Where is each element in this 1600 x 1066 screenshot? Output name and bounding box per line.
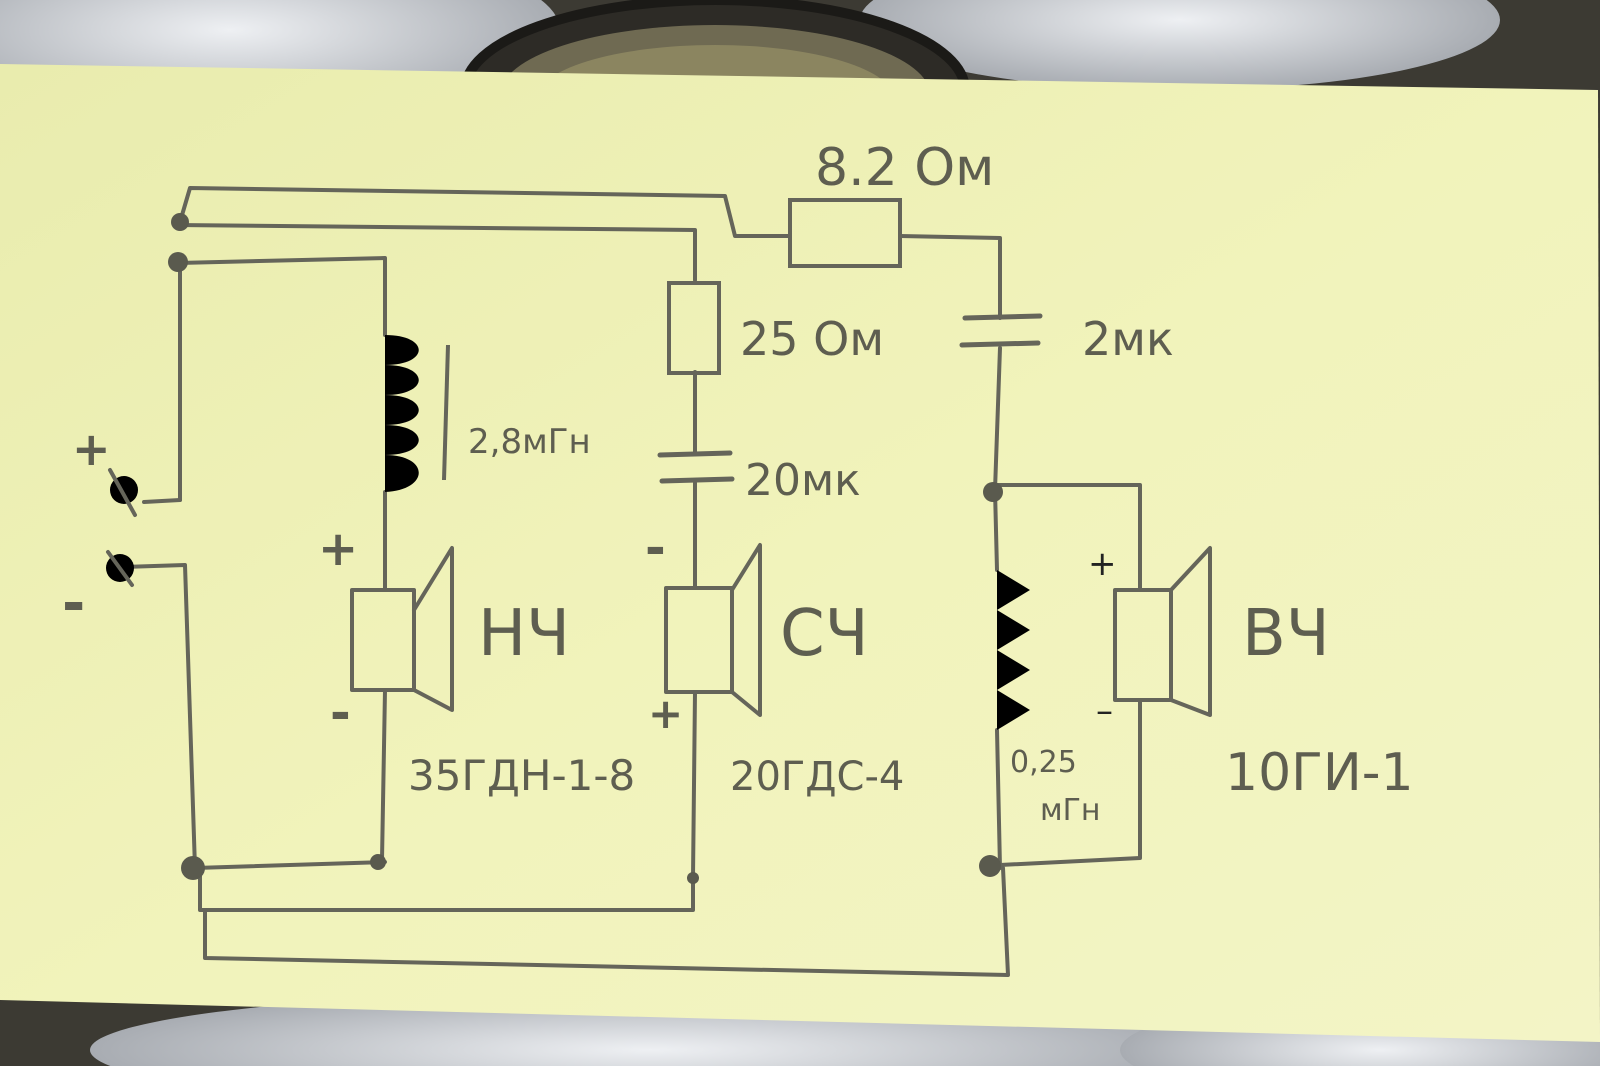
speaker-low-icon (350, 546, 454, 712)
input-terminals-icon (106, 468, 138, 587)
resistor-series-label: 8.2 Ом (815, 138, 994, 198)
resistor-series-icon (788, 198, 902, 268)
input-minus-mark: - (62, 571, 85, 636)
speaker-high-model: 10ГИ-1 (1225, 743, 1414, 803)
high-plus-mark: + (1088, 544, 1117, 584)
speaker-high-band: ВЧ (1242, 597, 1330, 671)
speaker-mid-band: СЧ (780, 597, 869, 671)
junction-dots (168, 213, 1003, 884)
junction-dot (168, 252, 188, 272)
inductor-low-label: 2,8мГн (468, 422, 591, 462)
speaker-low-model: 35ГДН-1-8 (408, 751, 635, 800)
inductor-high-icon (997, 570, 1030, 730)
junction-dot (979, 855, 1001, 877)
capacitor-high-label: 2мк (1082, 312, 1174, 366)
paper-sheet (0, 64, 1600, 1042)
junction-dot (181, 856, 205, 880)
inductor-low-core-icon (442, 344, 450, 481)
high-minus-mark: – (1096, 691, 1113, 731)
speaker-mid-model: 20ГДС-4 (730, 754, 904, 800)
speaker-low-band: НЧ (478, 597, 570, 671)
input-plus-mark: + (72, 422, 111, 476)
inductor-high-value: 0,25 (1010, 745, 1077, 780)
mid-minus-mark: - (645, 519, 666, 577)
low-plus-mark: + (318, 521, 358, 577)
resistor-mid-label: 25 Ом (740, 312, 884, 366)
wiring (120, 186, 1142, 977)
capacitor-high-icon (959, 313, 1043, 348)
speaker-mid-icon (664, 543, 762, 717)
resistor-mid-icon (667, 281, 721, 375)
cotton-top-right (860, 0, 1500, 90)
junction-dot (983, 482, 1003, 502)
capacitor-mid-label: 20мк (745, 455, 861, 506)
mid-plus-mark: + (648, 689, 683, 738)
junction-dot (171, 213, 189, 231)
capacitor-mid-icon (657, 450, 735, 484)
junction-dot (687, 872, 699, 884)
low-minus-mark: - (330, 684, 351, 742)
junction-dot (370, 854, 386, 870)
inductor-high-unit: мГн (1040, 793, 1101, 828)
speaker-high-icon (1113, 546, 1212, 717)
inductor-low-icon (385, 335, 419, 492)
